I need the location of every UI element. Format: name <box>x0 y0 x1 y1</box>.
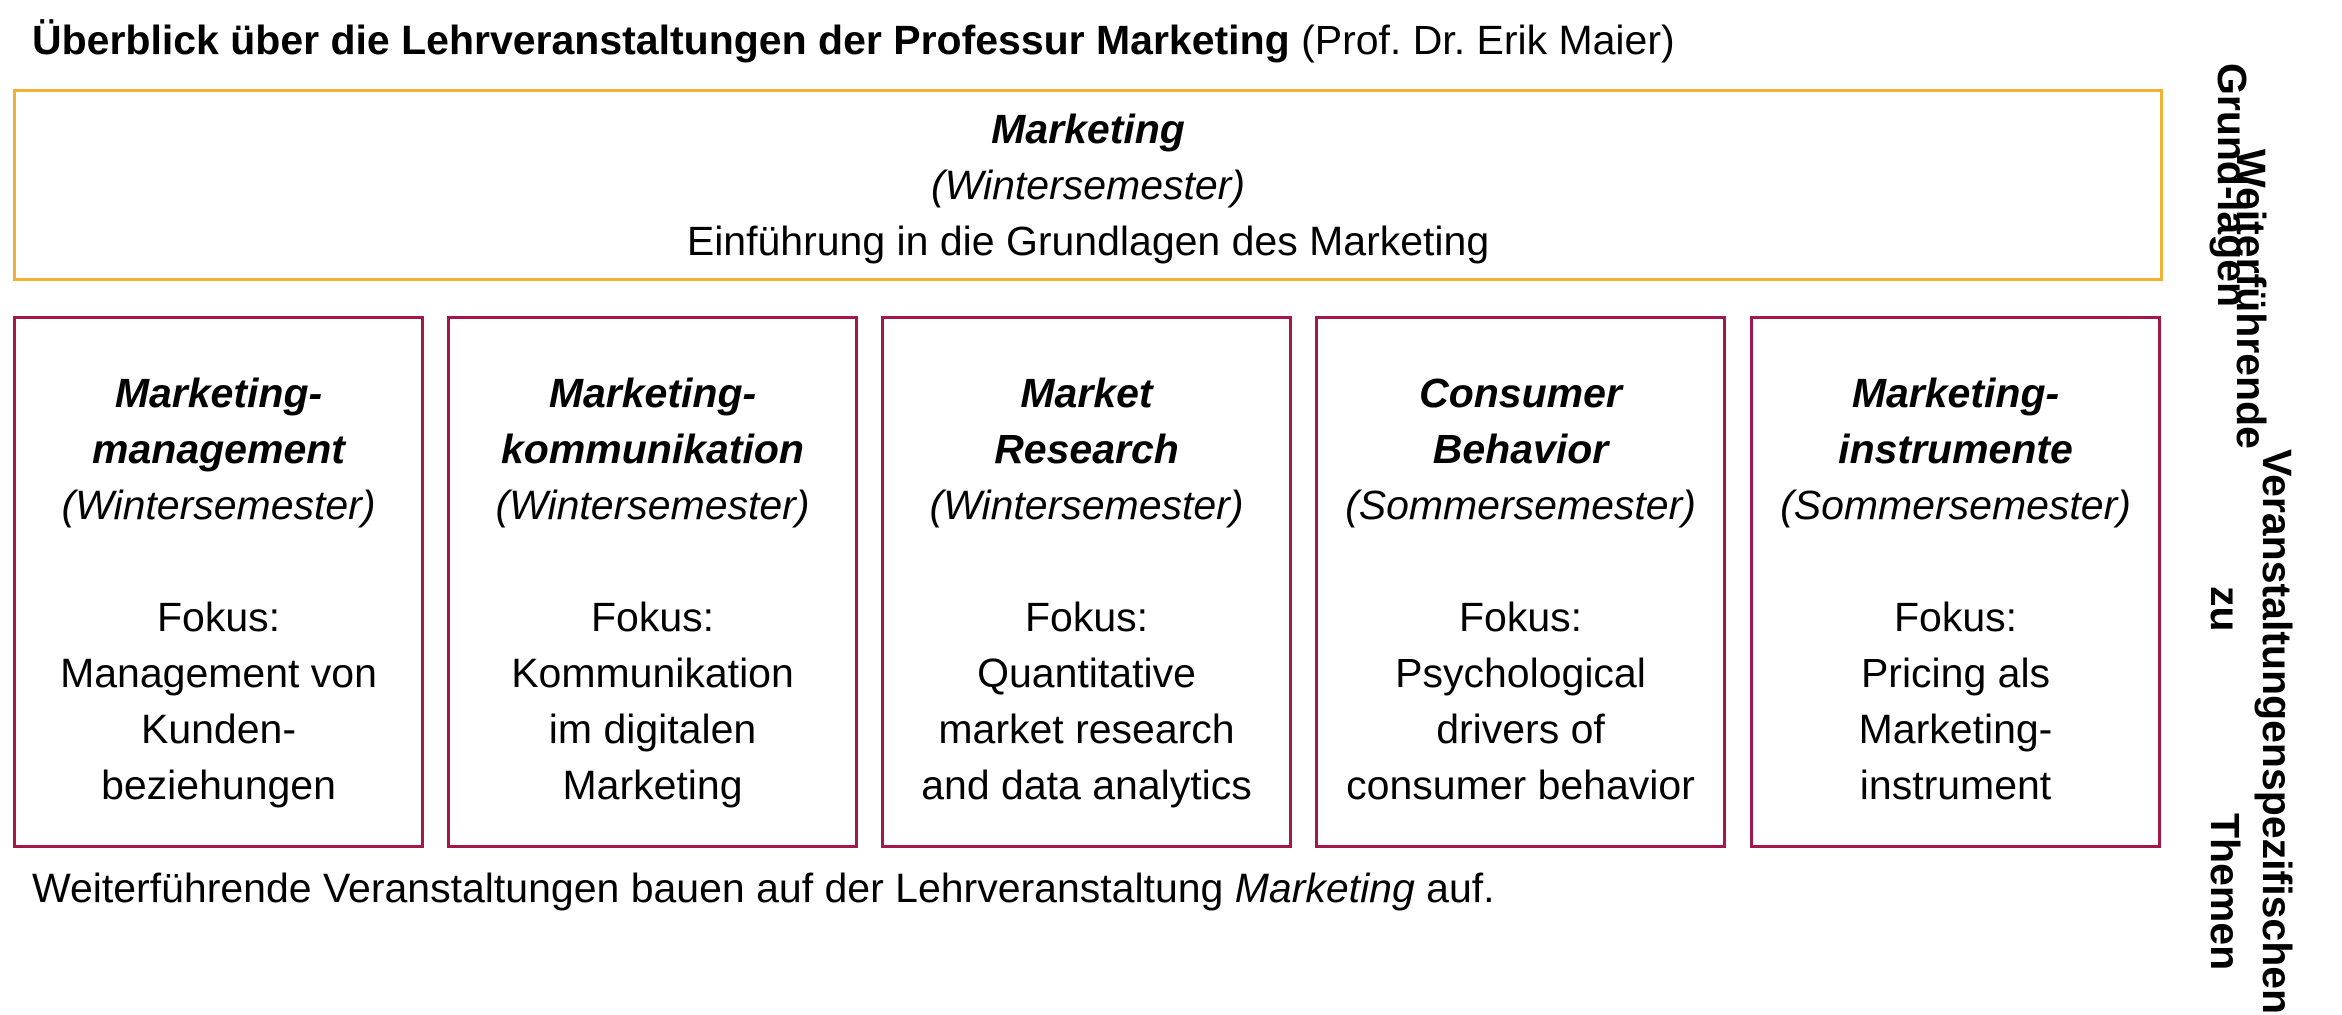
course-box-marketinginstrumente: Marketing-instrumente (Sommersemester) F… <box>1750 316 2161 848</box>
course-focus-line1: Kommunikation <box>511 650 794 696</box>
course-focus-line3: beziehungen <box>101 762 336 808</box>
course-focus-label: Fokus: <box>156 594 281 640</box>
course-focus-line2: Marketing- <box>1858 706 2053 752</box>
footer-text-before: Weiterführende Veranstaltungen bauen auf… <box>32 865 1235 911</box>
course-name-line2: kommunikation <box>501 426 804 472</box>
course-focus-line1: Quantitative <box>977 650 1196 696</box>
side-label-advanced-line2: Veranstaltungen zu <box>2202 449 2300 769</box>
course-semester: (Wintersemester) <box>495 482 810 528</box>
course-focus-line3: and data analytics <box>921 762 1252 808</box>
basic-course-name: Marketing <box>991 106 1185 152</box>
course-focus-line1: Pricing als <box>1860 650 2051 696</box>
course-semester: (Wintersemester) <box>929 482 1244 528</box>
course-name-line2: Research <box>994 426 1179 472</box>
course-focus-label: Fokus: <box>1024 594 1149 640</box>
course-name-line1: Marketing- <box>548 370 757 416</box>
course-focus-line3: Marketing <box>562 762 743 808</box>
course-name-line1: Marketing- <box>114 370 323 416</box>
course-focus-line1: Psychological <box>1395 650 1646 696</box>
footer-note: Weiterführende Veranstaltungen bauen auf… <box>32 858 1495 918</box>
course-focus-line2: Kunden- <box>140 706 296 752</box>
course-focus-line3: consumer behavior <box>1346 762 1695 808</box>
course-name: Marketing-kommunikation <box>450 365 855 477</box>
title-main: Überblick über die Lehrveranstaltungen d… <box>32 17 1290 63</box>
course-name-line1: Consumer <box>1419 370 1622 416</box>
side-label-advanced-line1: Weiterführende <box>2228 149 2274 450</box>
course-focus-line3: instrument <box>1859 762 2052 808</box>
side-label-basics-line1: Grund- <box>2209 63 2255 200</box>
course-name: Marketing-instrumente <box>1753 365 2158 477</box>
footer-text-after: auf. <box>1414 865 1495 911</box>
course-semester: (Sommersemester) <box>1780 482 2131 528</box>
course-box-marketingkommunikation: Marketing-kommunikation (Wintersemester)… <box>447 316 858 848</box>
side-label-basics: Grund- lagen <box>2172 63 2292 307</box>
course-focus-line2: market research <box>938 706 1235 752</box>
course-name-line2: instrumente <box>1838 426 2073 472</box>
side-label-basics-line2: lagen <box>2209 199 2255 307</box>
basic-course-description: Einführung in die Grundlagen des Marketi… <box>686 218 1490 264</box>
course-focus-line1: Management von <box>60 650 377 696</box>
side-label-advanced-line3: spezifischen Themen <box>2202 768 2300 1015</box>
course-focus-label: Fokus: <box>590 594 715 640</box>
course-focus-line2: drivers of <box>1436 706 1605 752</box>
course-focus-label: Fokus: <box>1458 594 1583 640</box>
basic-course-semester: (Wintersemester) <box>930 162 1245 208</box>
course-name-line1: Marketing- <box>1851 370 2060 416</box>
course-focus-line2: im digitalen <box>548 706 757 752</box>
page-title: Überblick über die Lehrveranstaltungen d… <box>32 10 1675 70</box>
course-name: Marketing-management <box>16 365 421 477</box>
course-name-line1: Market <box>1020 370 1153 416</box>
course-semester: (Wintersemester) <box>61 482 376 528</box>
side-label-advanced: Weiterführende Veranstaltungen zu spezif… <box>2172 149 2330 1014</box>
course-box-marketingmanagement: Marketing-management (Wintersemester) Fo… <box>13 316 424 848</box>
course-semester: (Sommersemester) <box>1345 482 1696 528</box>
footer-text-italic: Marketing <box>1234 865 1415 911</box>
basic-course-box: Marketing (Wintersemester) Einführung in… <box>13 89 2163 281</box>
course-focus-label: Fokus: <box>1893 594 2018 640</box>
course-name-line2: management <box>92 426 345 472</box>
title-professor: (Prof. Dr. Erik Maier) <box>1289 17 1675 63</box>
course-name-line2: Behavior <box>1432 426 1609 472</box>
